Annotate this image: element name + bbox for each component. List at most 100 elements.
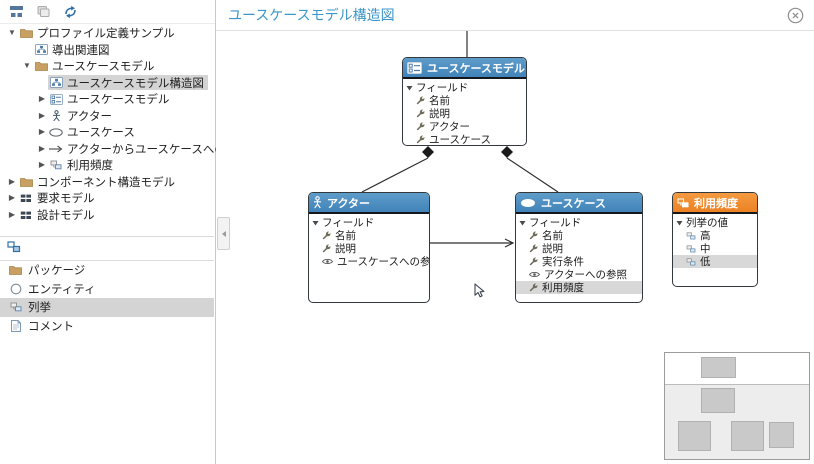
expander-icon[interactable]: ▶	[38, 160, 46, 170]
diagram-editor: ユースケースモデル構造図	[216, 0, 814, 464]
palette-item[interactable]: エンティティ	[0, 280, 214, 299]
tree-item[interactable]: ▼ ユースケースモデル	[0, 58, 214, 75]
enum-value-row[interactable]: 中	[673, 242, 757, 255]
field-label: ユースケースへの参照	[337, 256, 430, 268]
node-header[interactable]: ユースケースモデル	[403, 58, 526, 79]
node-usage-frequency[interactable]: 利用頻度 列挙の値 高 中	[672, 192, 758, 287]
minimap-node	[701, 388, 735, 413]
field-row[interactable]: 説明	[516, 242, 642, 255]
collapse-triangle-icon[interactable]	[519, 220, 526, 226]
field-group-row[interactable]: フィールド	[403, 81, 526, 94]
node-header[interactable]: アクター	[309, 193, 429, 214]
minimap-node	[678, 421, 711, 451]
palette-item[interactable]: パッケージ	[0, 261, 214, 280]
field-row[interactable]: 名前	[309, 229, 429, 242]
tree-item-selected[interactable]: ユースケースモデル構造図	[0, 75, 214, 92]
enum-value-row-selected[interactable]: 低	[673, 255, 757, 268]
tree-item[interactable]: ▶ アクターからユースケースへの参照	[0, 141, 249, 158]
usecase-icon	[520, 198, 536, 208]
edge-composition-actor[interactable]	[361, 146, 434, 193]
palette-item-label: エンティティ	[28, 283, 96, 296]
auto-arrange-icon[interactable]	[61, 3, 79, 21]
node-header[interactable]: ユースケース	[516, 193, 642, 214]
palette-item-label: パッケージ	[28, 265, 86, 278]
tree-item[interactable]: 導出関連図	[0, 42, 214, 59]
close-diagram-button[interactable]	[787, 7, 804, 24]
field-group-row[interactable]: フィールド	[516, 216, 642, 229]
folder-icon	[33, 61, 49, 72]
expander-icon[interactable]: ▼	[23, 61, 31, 71]
field-group-row[interactable]: フィールド	[309, 216, 429, 229]
tree-item-label: 利用頻度	[67, 160, 113, 173]
tree-item-label: ユースケースモデル	[52, 61, 155, 74]
duplicate-icon[interactable]	[34, 3, 52, 21]
entity-icon	[7, 283, 24, 295]
tree-item[interactable]: ▼ プロファイル定義サンプル	[0, 25, 214, 42]
diagram-titlebar: ユースケースモデル構造図	[216, 0, 814, 31]
field-row[interactable]: 名前	[403, 94, 526, 107]
edge-composition-usecase[interactable]	[501, 146, 559, 193]
expander-icon[interactable]: ▶	[38, 143, 46, 153]
field-row[interactable]: ユースケース	[403, 133, 526, 145]
wrench-icon	[529, 244, 538, 253]
field-row-selected[interactable]: 利用頻度	[516, 281, 642, 294]
enum-value-label: 低	[700, 256, 711, 268]
expander-icon[interactable]: ▶	[38, 110, 46, 120]
tree-item-label: アクターからユースケースへの参照	[67, 143, 249, 156]
palette-item[interactable]: コメント	[0, 317, 214, 336]
hierarchy-icon[interactable]	[7, 3, 25, 21]
field-row[interactable]: 説明	[309, 242, 429, 255]
field-row[interactable]: 実行条件	[516, 255, 642, 268]
tree-item-label: 導出関連図	[52, 44, 110, 57]
tree-item[interactable]: ▶ 設計モデル	[0, 207, 214, 224]
tree-item[interactable]: ▶ 要求モデル	[0, 190, 214, 207]
field-row[interactable]: アクター	[403, 120, 526, 133]
sidebar-collapse-handle[interactable]	[217, 217, 230, 250]
node-usecase-model[interactable]: ユースケースモデル フィールド 名前 説明	[402, 57, 527, 146]
field-row[interactable]: 説明	[403, 107, 526, 120]
enum-icon	[686, 257, 696, 266]
expander-icon[interactable]: ▶	[38, 94, 46, 104]
node-title: ユースケース	[541, 197, 606, 210]
enum-value-row[interactable]: 高	[673, 229, 757, 242]
edge-actor-to-usecase-reference[interactable]	[430, 238, 515, 248]
tree-item[interactable]: ▶ アクター	[0, 108, 214, 125]
collapse-triangle-icon[interactable]	[676, 220, 683, 226]
expander-icon[interactable]: ▶	[8, 193, 16, 203]
collapse-triangle-icon[interactable]	[406, 85, 413, 91]
node-actor[interactable]: アクター フィールド 名前 説明	[308, 192, 430, 303]
expander-icon[interactable]: ▼	[8, 28, 16, 38]
tree-item[interactable]: ▶ 利用頻度	[0, 157, 214, 174]
collapse-triangle-icon[interactable]	[312, 220, 319, 226]
tree-item[interactable]: ▶ コンポーネント構造モデル	[0, 174, 214, 191]
node-body: フィールド 名前 説明 ユースケースへの参照	[309, 214, 429, 268]
expander-icon[interactable]: ▶	[38, 127, 46, 137]
field-label: 名前	[335, 230, 356, 242]
field-row[interactable]: 名前	[516, 229, 642, 242]
reference-field-row[interactable]: ユースケースへの参照	[309, 255, 429, 268]
eye-icon	[529, 271, 540, 278]
diagram-canvas[interactable]: ユースケースモデル フィールド 名前 説明	[216, 31, 814, 464]
node-usecase[interactable]: ユースケース フィールド 名前 説明	[515, 192, 643, 303]
node-title: 利用頻度	[694, 197, 738, 210]
structure-icon[interactable]	[7, 240, 21, 258]
wrench-icon	[529, 231, 538, 240]
enum-icon	[48, 160, 64, 170]
node-header[interactable]: 利用頻度	[673, 193, 757, 214]
reference-field-row[interactable]: アクターへの参照	[516, 268, 642, 281]
enum-group-row[interactable]: 列挙の値	[673, 216, 757, 229]
model-icon	[18, 210, 34, 220]
enum-value-label: 中	[700, 243, 711, 255]
expander-icon[interactable]: ▶	[8, 209, 16, 219]
tree-item[interactable]: ▶ ユースケースモデル	[0, 91, 214, 108]
actor-icon	[48, 109, 64, 122]
palette-item-selected[interactable]: 列挙	[0, 298, 214, 317]
enum-icon	[677, 198, 689, 208]
tree-item[interactable]: ▶ ユースケース	[0, 124, 214, 141]
tree-item-label: ユースケースモデル構造図	[67, 77, 204, 90]
diagram-overview-minimap[interactable]	[664, 352, 810, 460]
tree-item-label: プロファイル定義サンプル	[37, 28, 175, 41]
expander-icon[interactable]: ▶	[8, 176, 16, 186]
field-label: 名前	[429, 95, 450, 107]
